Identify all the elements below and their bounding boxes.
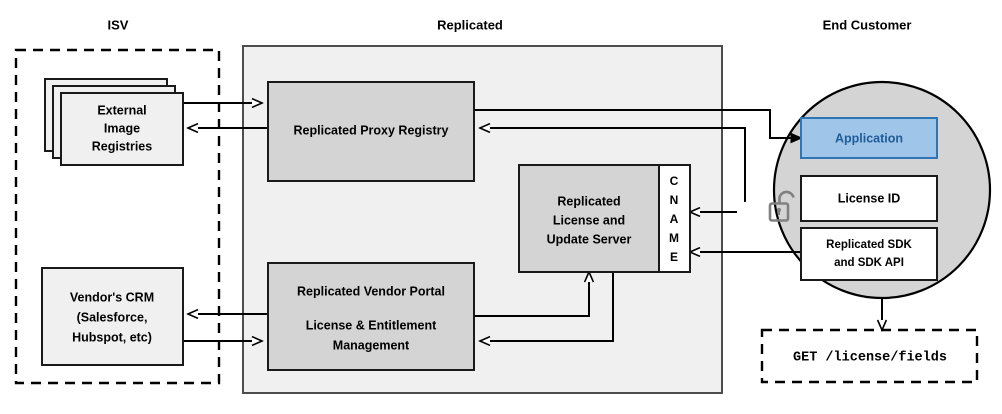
connector-proxy-to-application bbox=[474, 109, 801, 138]
zone-title-replicated: Replicated bbox=[437, 17, 503, 32]
cname-letter-c: C bbox=[670, 174, 679, 188]
cname-letter-n: N bbox=[670, 193, 679, 207]
zone-title-end-customer: End Customer bbox=[823, 17, 912, 32]
external-image-registries-label-line3: Registries bbox=[92, 139, 152, 153]
connector-vendorportal-to-licenseserver bbox=[474, 272, 589, 317]
replicated-sdk-label-line2: and SDK API bbox=[834, 257, 904, 269]
vendors-crm-label-line2: (Salesforce, bbox=[77, 310, 148, 324]
replicated-proxy-registry[interactable] bbox=[267, 81, 475, 182]
application-label: Application bbox=[835, 131, 903, 145]
cname-letter-m: M bbox=[669, 231, 679, 245]
vendor-portal-label-line1: Replicated Vendor Portal bbox=[297, 284, 445, 298]
vendors-crm-label-line1: Vendor's CRM bbox=[70, 290, 154, 304]
vendor-portal-label-line2: License & Entitlement bbox=[306, 318, 437, 332]
vendor-portal-label-line3: Management bbox=[333, 338, 410, 352]
license-update-server-label-line3: Update Server bbox=[547, 232, 632, 246]
connector-licenseserver-to-vendorportal bbox=[480, 272, 614, 341]
connector-application-to-proxy bbox=[480, 128, 746, 202]
replicated-vendor-portal[interactable] bbox=[267, 262, 475, 371]
license-id-label: License ID bbox=[838, 191, 901, 205]
application-box[interactable] bbox=[800, 117, 938, 159]
unlocked-padlock-icon bbox=[768, 190, 795, 222]
license-id-box[interactable] bbox=[800, 175, 938, 222]
api-call-label: GET /license/fields bbox=[793, 351, 947, 366]
vendors-crm[interactable] bbox=[41, 267, 184, 366]
cname-letter-a: A bbox=[670, 212, 679, 226]
external-image-registries-label-line2: Image bbox=[104, 121, 140, 135]
replicated-sdk-label-line1: Replicated SDK bbox=[826, 239, 912, 251]
external-image-registries-label-line1: External bbox=[97, 103, 146, 117]
license-update-server-label-line2: License and bbox=[553, 213, 625, 227]
license-update-server-label-line1: Replicated bbox=[557, 194, 620, 208]
replicated-proxy-registry-label: Replicated Proxy Registry bbox=[294, 123, 449, 137]
api-call-box bbox=[760, 328, 979, 384]
cname-strip[interactable] bbox=[658, 164, 691, 273]
zone-title-isv: ISV bbox=[108, 17, 129, 32]
zone-isv-boundary bbox=[14, 48, 221, 385]
vendors-crm-label-line3: Hubspot, etc) bbox=[72, 330, 152, 344]
replicated-sdk-box[interactable] bbox=[800, 227, 938, 281]
external-image-registries[interactable] bbox=[60, 92, 184, 166]
cname-letter-e: E bbox=[670, 250, 678, 264]
replicated-license-update-server[interactable] bbox=[518, 164, 660, 273]
